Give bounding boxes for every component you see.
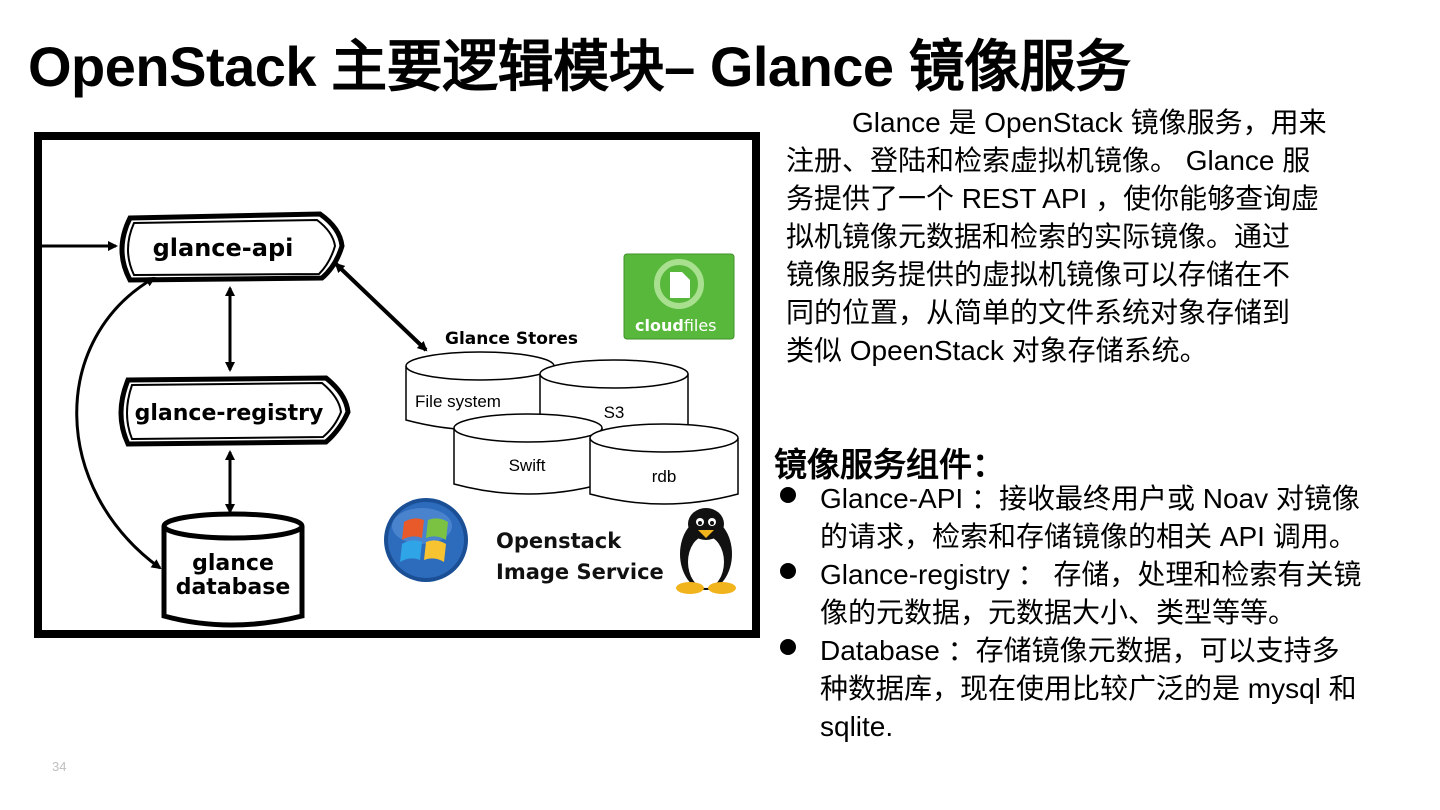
bullet-dot (780, 487, 796, 503)
cloudfiles-text-a: cloud (635, 316, 684, 335)
windows-logo (384, 498, 468, 582)
glance-description: Glance 是 OpenStack 镜像服务，用来 注册、登陆和检索虚拟机镜像… (786, 104, 1386, 370)
bullet-dot (780, 639, 796, 655)
store-swift: Swift (453, 413, 603, 495)
bullet-dot (780, 563, 796, 579)
database-label-line2: database (176, 575, 291, 600)
glance-database-node: glance database (161, 511, 305, 628)
list-item-line: 的请求，检索和存储镜像的相关 API 调用。 (820, 521, 1357, 552)
store-swift-label: Swift (509, 456, 546, 475)
slide-title: OpenStack 主要逻辑模块– Glance 镜像服务 (28, 35, 1131, 98)
list-item: Glance-registry ： 存储，处理和检索有关镜 像的元数据，元数据大… (778, 556, 1433, 632)
components-heading: 镜像服务组件： (774, 446, 1005, 483)
list-item-line: 种数据库，现在使用比较广泛的是 mysql 和 (820, 673, 1357, 704)
glance-api-node: glance-api (119, 211, 345, 283)
svg-text:cloudfiles: cloudfiles (635, 316, 717, 335)
glance-registry-label: glance-registry (135, 401, 324, 426)
service-label-line2: Image Service (496, 560, 664, 584)
glance-api-label: glance-api (153, 234, 294, 262)
description-line: 同的位置，从简单的文件系统对象存储到 (786, 297, 1291, 328)
api-stores-arrow (334, 262, 428, 352)
store-s3-label: S3 (604, 403, 625, 422)
cloudfiles-text-b: files (684, 316, 717, 335)
components-list: Glance-API ：接收最终用户或 Noav 对镜像 的请求，检索和存储镜像… (778, 480, 1433, 746)
description-line: 类似 OpeenStack 对象存储系统。 (786, 335, 1208, 366)
description-line: 镜像服务提供的虚拟机镜像可以存储在不 (786, 259, 1291, 290)
list-item: Glance-API ：接收最终用户或 Noav 对镜像 的请求，检索和存储镜像… (778, 480, 1433, 556)
list-item-line: sqlite. (820, 711, 894, 742)
cloudfiles-logo: cloudfiles (623, 253, 735, 340)
description-line: Glance 是 OpenStack 镜像服务，用来 (852, 107, 1327, 138)
diagram-frame (34, 132, 760, 638)
store-rdb-label: rdb (652, 467, 677, 486)
description-line: 注册、登陆和检索虚拟机镜像。 Glance 服 (786, 145, 1311, 176)
service-label-line1: Openstack (496, 529, 622, 553)
database-api-curved-arrow (75, 276, 162, 570)
glance-architecture-diagram: glance-api glance-registry glance databa… (34, 132, 760, 638)
list-item: Database ：存储镜像元数据，可以支持多 种数据库，现在使用比较广泛的是 … (778, 632, 1433, 746)
glance-registry-node: glance-registry (118, 375, 351, 447)
list-item-line: Glance-API ：接收最终用户或 Noav 对镜像 (820, 483, 1360, 514)
glance-stores-title: Glance Stores (445, 329, 578, 349)
linux-penguin-icon (676, 508, 736, 594)
list-item-line: 像的元数据，元数据大小、类型等等。 (820, 597, 1297, 628)
list-item-line: Glance-registry ： 存储，处理和检索有关镜 (820, 559, 1362, 590)
description-line: 拟机镜像元数据和检索的实际镜像。通过 (786, 221, 1291, 252)
store-rdb: rdb (589, 423, 739, 505)
page-number: 34 (52, 759, 67, 774)
list-item-line: Database ：存储镜像元数据，可以支持多 (820, 635, 1340, 666)
description-line: 务提供了一个 REST API ，使你能够查询虚 (786, 183, 1320, 214)
database-label-line1: glance (192, 551, 274, 576)
store-filesystem-label: File system (415, 392, 501, 411)
